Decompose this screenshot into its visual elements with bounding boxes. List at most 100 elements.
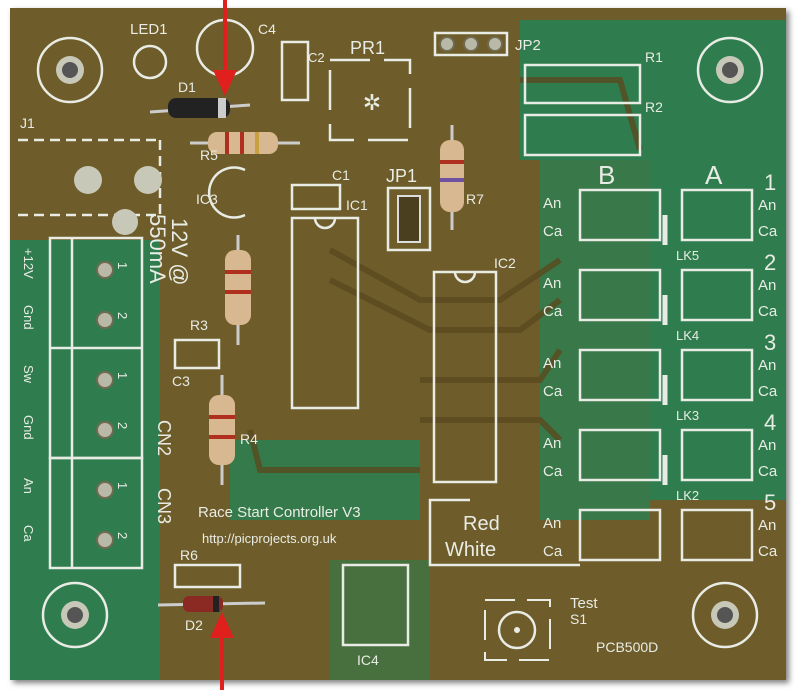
label-d2: D2 bbox=[185, 617, 203, 633]
label-r4: R4 bbox=[240, 431, 258, 447]
arrow-icon-top bbox=[213, 0, 237, 96]
svg-text:Ca: Ca bbox=[758, 383, 778, 400]
label-ic1: IC1 bbox=[346, 197, 368, 213]
svg-text:2: 2 bbox=[764, 250, 776, 275]
jp1-header bbox=[386, 186, 432, 252]
pin-label: Ca bbox=[21, 525, 36, 542]
label-jp1: JP1 bbox=[386, 166, 417, 186]
svg-text:An: An bbox=[543, 435, 561, 452]
svg-text:5: 5 bbox=[764, 490, 776, 515]
ic4-outline bbox=[341, 563, 410, 647]
jp2-header bbox=[433, 31, 509, 57]
svg-text:1: 1 bbox=[764, 170, 776, 195]
label-r7: R7 bbox=[466, 191, 484, 207]
r2-outline bbox=[523, 113, 642, 157]
label-cn2: CN2 bbox=[154, 420, 174, 456]
svg-text:4: 4 bbox=[764, 410, 776, 435]
column-b-label: B bbox=[598, 160, 615, 190]
label-j1: J1 bbox=[20, 115, 35, 131]
traces bbox=[247, 77, 643, 473]
board-url: http://picprojects.org.uk bbox=[202, 531, 337, 546]
r1-outline bbox=[523, 63, 642, 105]
pin-label: Sw bbox=[21, 365, 36, 384]
svg-text:Ca: Ca bbox=[758, 463, 778, 480]
pin-number: 1 bbox=[115, 482, 130, 489]
label-r1: R1 bbox=[645, 49, 663, 65]
label-r5: R5 bbox=[200, 147, 218, 163]
label-c4: C4 bbox=[258, 21, 276, 37]
svg-text:Ca: Ca bbox=[758, 223, 778, 240]
svg-text:Ca: Ca bbox=[758, 543, 778, 560]
terminal-connectors bbox=[48, 236, 144, 570]
pin-label: +12V bbox=[21, 248, 36, 279]
svg-text:An: An bbox=[543, 355, 561, 372]
led1-outline bbox=[132, 44, 168, 80]
label-s1: S1 bbox=[570, 611, 587, 627]
label-test: Test bbox=[570, 595, 598, 612]
ic2-socket bbox=[432, 270, 498, 484]
pin-number: 1 bbox=[115, 262, 130, 269]
arrow-icon-bottom bbox=[210, 612, 234, 690]
label-pr1: PR1 bbox=[350, 38, 385, 58]
svg-text:3: 3 bbox=[764, 330, 776, 355]
ic1-socket bbox=[290, 216, 360, 410]
label-ic2: IC2 bbox=[494, 255, 516, 271]
d2-diode bbox=[157, 596, 266, 612]
pin-number: 2 bbox=[115, 422, 130, 429]
c1-outline bbox=[290, 183, 342, 211]
svg-text:LK2: LK2 bbox=[676, 488, 699, 503]
svg-text:LK3: LK3 bbox=[676, 408, 699, 423]
label-d1: D1 bbox=[178, 79, 196, 95]
label-r2: R2 bbox=[645, 99, 663, 115]
r4-resistor bbox=[209, 375, 235, 485]
label-cn3: CN3 bbox=[154, 488, 174, 524]
c3-outline bbox=[173, 338, 221, 370]
label-r3: R3 bbox=[190, 317, 208, 333]
svg-text:Ca: Ca bbox=[543, 223, 563, 240]
r3-resistor bbox=[225, 235, 251, 345]
link-blocks bbox=[428, 188, 754, 567]
svg-text:Ca: Ca bbox=[543, 303, 563, 320]
silkscreen-labels: LED1 C4 C2 PR1 JP2 R1 R2 D1 J1 R5 IC3 C1… bbox=[20, 21, 723, 668]
pr1-wiper-icon: ✲ bbox=[363, 90, 381, 115]
r6-outline bbox=[173, 563, 242, 589]
svg-text:An: An bbox=[543, 515, 561, 532]
s1-test-button bbox=[484, 599, 551, 661]
r7-resistor bbox=[440, 125, 464, 230]
svg-text:An: An bbox=[758, 437, 776, 454]
label-white: White bbox=[445, 539, 496, 561]
label-red: Red bbox=[463, 513, 500, 535]
svg-text:Ca: Ca bbox=[543, 463, 563, 480]
svg-text:An: An bbox=[758, 197, 776, 214]
ground-fill bbox=[10, 20, 786, 680]
mounting-holes bbox=[36, 36, 764, 649]
svg-text:An: An bbox=[758, 517, 776, 534]
pin-label: An bbox=[21, 478, 36, 494]
j1-power-jack bbox=[18, 138, 162, 235]
svg-text:LK5: LK5 bbox=[676, 248, 699, 263]
svg-text:Ca: Ca bbox=[543, 543, 563, 560]
d1-diode bbox=[149, 98, 251, 118]
label-power-current: 550mA bbox=[145, 214, 170, 284]
column-a-label: A bbox=[705, 160, 723, 190]
pin-number: 2 bbox=[115, 532, 130, 539]
board-title: Race Start Controller V3 bbox=[198, 504, 361, 521]
svg-text:An: An bbox=[543, 275, 561, 292]
svg-text:Ca: Ca bbox=[758, 303, 778, 320]
pin-label: Gnd bbox=[21, 305, 36, 330]
ic3-outline bbox=[207, 166, 246, 219]
svg-text:Ca: Ca bbox=[543, 383, 563, 400]
svg-text:An: An bbox=[758, 357, 776, 374]
pin-number: 1 bbox=[115, 372, 130, 379]
label-power-voltage: 12V @ bbox=[167, 218, 192, 286]
label-ic4: IC4 bbox=[357, 652, 379, 668]
label-c3: C3 bbox=[172, 373, 190, 389]
c2-outline bbox=[280, 40, 310, 102]
label-part-number: PCB500D bbox=[596, 639, 658, 655]
